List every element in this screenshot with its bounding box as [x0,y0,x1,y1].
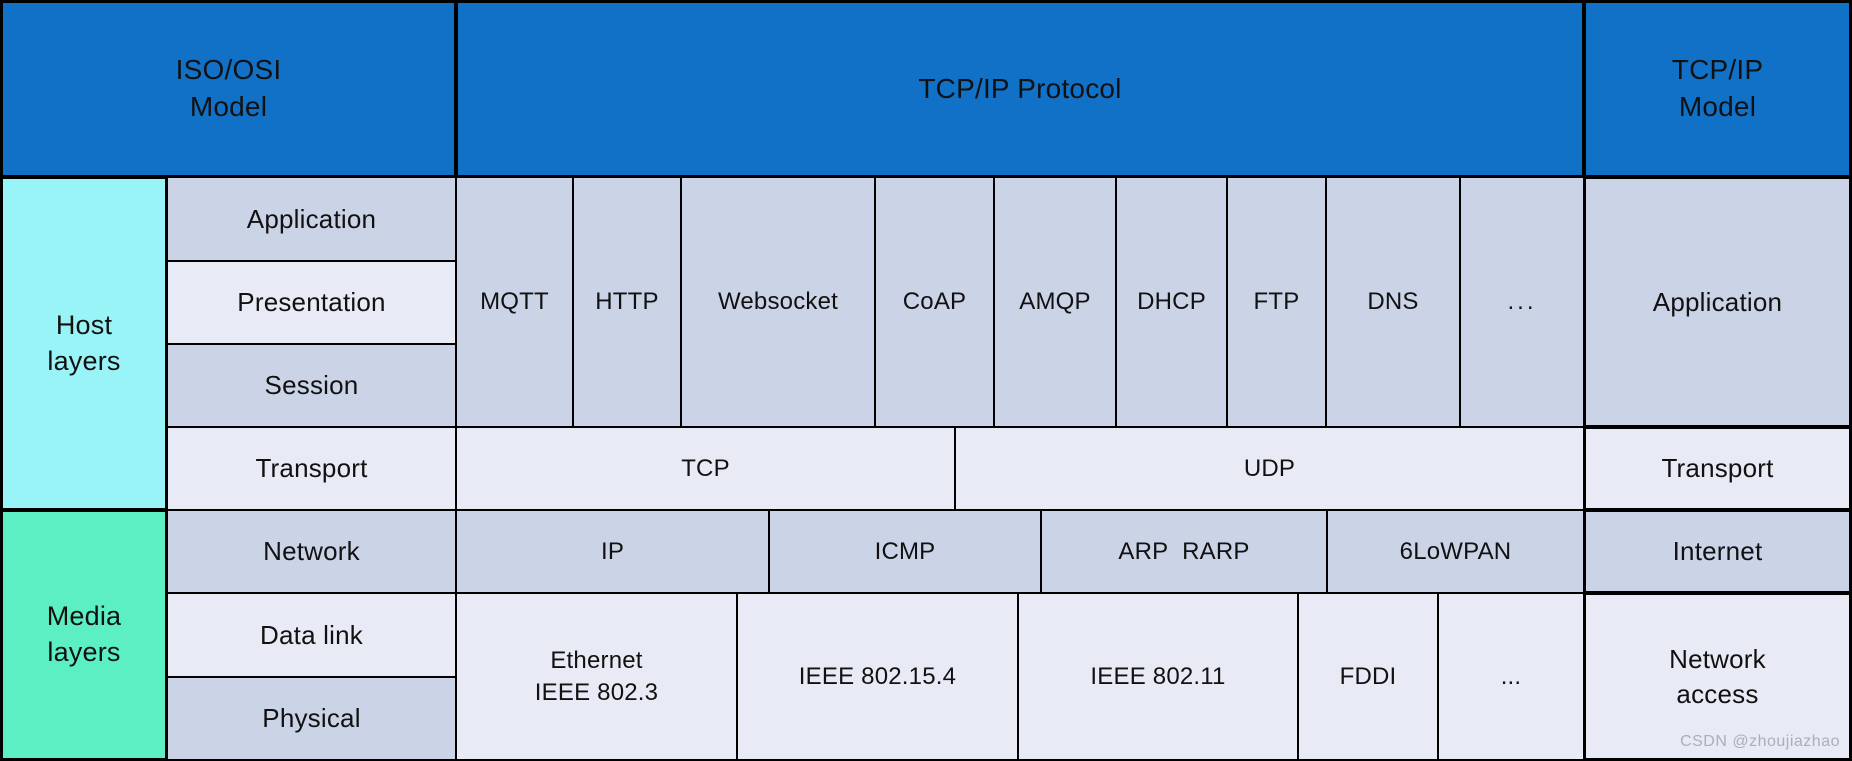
protocol-cell-udp: UDP [954,426,1585,511]
protocol-cell-amqp: AMQP [993,176,1117,428]
protocol-cell-app-ellipsis: ... [1459,176,1585,428]
protocol-cell-tcp: TCP [455,426,956,511]
tcpip-cell-internet: Internet [1583,509,1852,594]
protocol-cell-arp-rarp: ARP RARP [1040,509,1328,594]
layer-cell-session: Session [166,343,457,428]
protocol-cell-link-ellipsis: ... [1437,592,1585,761]
layer-cell-network: Network [166,509,457,594]
protocol-cell-ip: IP [455,509,770,594]
protocol-cell-ftp: FTP [1226,176,1327,428]
tcpip-cell-transport: Transport [1583,426,1852,511]
protocol-cell-mqtt: MQTT [455,176,574,428]
tcpip-cell-network-access: Network access [1583,592,1852,761]
protocol-cell-dhcp: DHCP [1115,176,1228,428]
watermark: CSDN @zhoujiazhao [1680,733,1840,750]
protocol-cell-ieee-802154: IEEE 802.15.4 [736,592,1019,761]
layer-cell-presentation: Presentation [166,260,457,345]
layer-cell-physical: Physical [166,676,457,761]
protocol-cell-ieee-80211: IEEE 802.11 [1017,592,1299,761]
header-cell-iso-osi-model: ISO/OSI Model [0,0,457,178]
protocol-cell-fddi: FDDI [1297,592,1439,761]
protocol-cell-dns: DNS [1325,176,1461,428]
protocol-cell-ethernet-8023: Ethernet IEEE 802.3 [455,592,738,761]
group-cell-host-layers: Host layers [0,176,168,511]
protocol-cell-6lowpan: 6LoWPAN [1326,509,1585,594]
layer-cell-data-link: Data link [166,592,457,678]
header-cell-tcpip-model: TCP/IP Model [1583,0,1852,178]
protocol-cell-icmp: ICMP [768,509,1042,594]
header-cell-tcpip-protocol: TCP/IP Protocol [455,0,1585,178]
protocol-cell-coap: CoAP [874,176,995,428]
layer-cell-transport: Transport [166,426,457,511]
protocol-cell-http: HTTP [572,176,682,428]
layer-cell-application: Application [166,176,457,262]
tcpip-cell-application: Application [1583,176,1852,428]
protocol-cell-websocket: Websocket [680,176,876,428]
group-cell-media-layers: Media layers [0,509,168,761]
